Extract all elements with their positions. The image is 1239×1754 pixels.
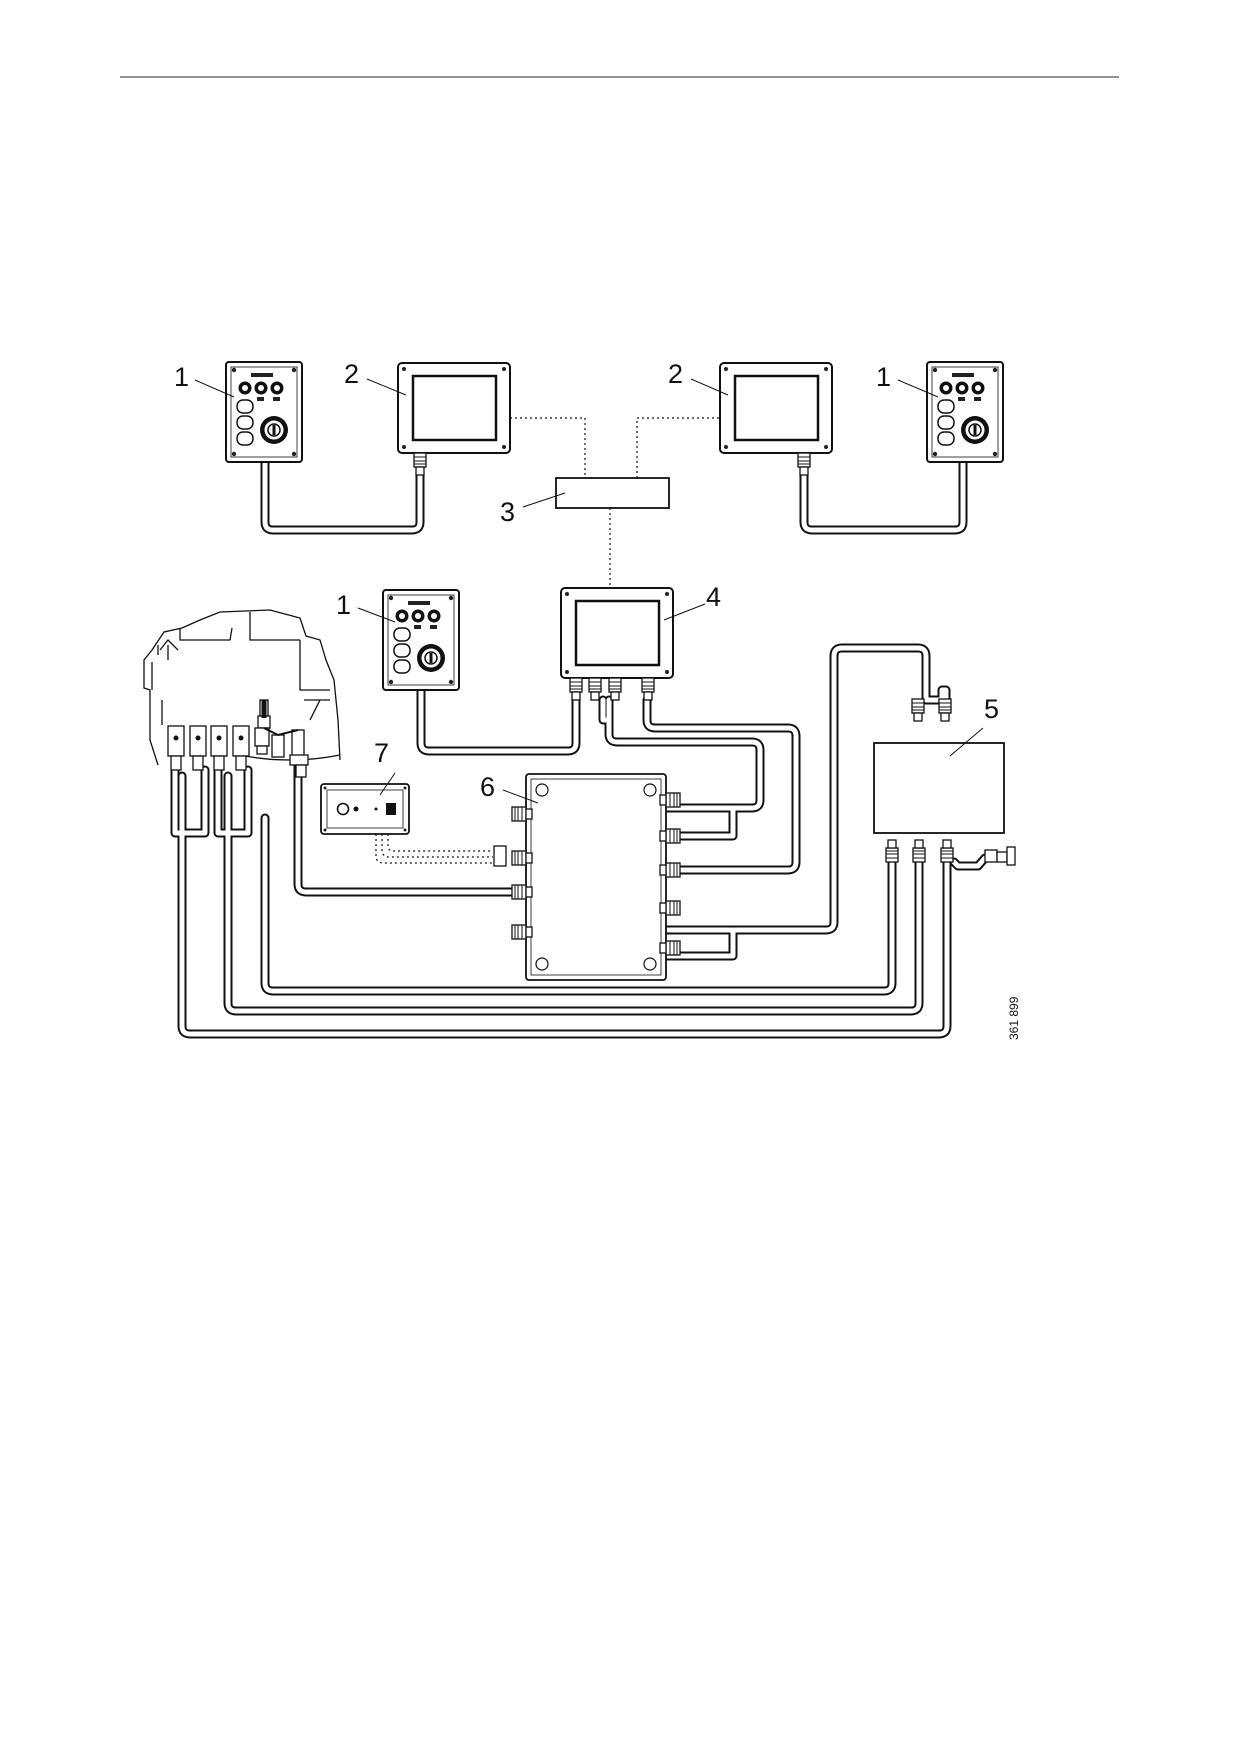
connector: [938, 698, 952, 722]
callout-3: 3: [500, 497, 515, 527]
connector: [413, 452, 427, 476]
control-panel-icon: [225, 361, 303, 463]
box5-bottom-connectors: [885, 839, 954, 863]
callout-5: 5: [984, 694, 999, 724]
callout-1: 1: [174, 362, 189, 392]
connector: [659, 900, 681, 916]
connector: [797, 452, 811, 476]
connector: [659, 828, 681, 844]
junction-box-icon: [525, 773, 667, 981]
display-unit-icon: [718, 361, 834, 455]
callout-4: 4: [706, 582, 721, 612]
engine-connectors: [167, 699, 309, 778]
cables: [170, 453, 990, 1039]
callout-2: 2: [668, 359, 683, 389]
control-panel-icon: [382, 589, 460, 691]
figure-id: 361 899: [1007, 996, 1021, 1040]
box6-left-connectors: [493, 806, 533, 940]
leader-lines: [194, 378, 984, 804]
connector: [659, 862, 681, 878]
callout-1: 1: [876, 362, 891, 392]
adapter-box: [320, 783, 410, 835]
connector: [569, 677, 583, 701]
display-unit-icon: [559, 586, 675, 680]
callout-1: 1: [336, 590, 351, 620]
engine-icon: [143, 609, 341, 766]
callout-2: 2: [344, 359, 359, 389]
connector: [659, 792, 681, 808]
connector: [641, 677, 655, 701]
gateway-box: [555, 477, 670, 509]
connector: [588, 677, 602, 701]
control-panel-icon: [926, 361, 1004, 463]
connector: [659, 940, 681, 956]
callout-6: 6: [480, 772, 495, 802]
connector: [911, 698, 925, 722]
callout-7: 7: [374, 738, 389, 768]
dotted-links: [375, 417, 719, 864]
connector: [608, 677, 622, 701]
display-unit-icon: [396, 361, 512, 455]
box5-tail-plug: [984, 846, 1016, 866]
engine-interface-box: [873, 742, 1005, 834]
